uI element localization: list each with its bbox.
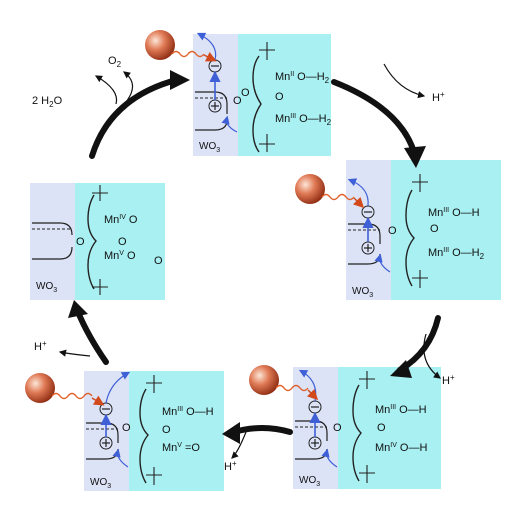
- mn-row-2: MnV=O: [162, 442, 200, 454]
- bridge-oxygen-2: O: [430, 223, 439, 235]
- electron-out-arrow: [347, 178, 369, 207]
- photon-sources: [25, 30, 365, 406]
- wo3-label: WO3: [199, 141, 220, 154]
- light-source-top: [145, 30, 217, 62]
- proton-label-4: H+: [34, 339, 47, 353]
- bridge-oxygen-2: O: [118, 236, 127, 248]
- wo3-text: WO: [36, 281, 53, 292]
- light-source-bottom-right: [249, 365, 319, 401]
- proton-out-arrow-4: [58, 349, 91, 357]
- bridge-oxygen-2: O: [377, 422, 386, 434]
- species-arrows: [58, 63, 441, 459]
- wo3-text: WO: [199, 141, 216, 152]
- bridge-oxygen-2: O: [162, 424, 171, 436]
- bridge-oxygen-1: O: [233, 95, 242, 107]
- catalyst-region: [238, 34, 331, 156]
- o2-label: O2: [108, 55, 122, 69]
- catalyst-region: [391, 160, 501, 300]
- hole-fill-arrow: [112, 448, 129, 468]
- bridge-oxygen-1: O: [333, 422, 342, 434]
- water-in-arrow: [94, 75, 118, 105]
- proton-out-arrow-1: [383, 63, 426, 99]
- wo3-label: WO3: [352, 286, 373, 299]
- catalyst-region: [129, 371, 224, 491]
- bridge-oxygen-1: O: [76, 236, 85, 248]
- proton-label-2: H+: [442, 373, 455, 387]
- bridge-oxygen-3: O: [275, 91, 284, 103]
- wo3-label: WO3: [299, 475, 320, 488]
- proton-label-3: H+: [224, 459, 237, 473]
- ligand-arc: [352, 384, 362, 482]
- light-source-bottom-left: [25, 373, 105, 406]
- terminal-oxygen: O: [154, 255, 163, 267]
- ligand-arc: [139, 388, 149, 484]
- o2-out-arrow: [123, 71, 134, 103]
- wo3-region: [30, 183, 75, 300]
- catalyst-region: [338, 367, 441, 489]
- wo3-text: WO: [299, 475, 316, 486]
- hole-fill-arrow: [321, 448, 338, 468]
- bridge-oxygen-1: O: [388, 225, 397, 237]
- proton-label-1: H+: [432, 90, 445, 104]
- ligand-arc: [405, 189, 415, 287]
- wo3-label: WO3: [36, 281, 57, 294]
- hole-fill-arrow: [374, 253, 391, 273]
- wo3-label: WO3: [90, 477, 111, 490]
- ligand-arc: [87, 194, 97, 290]
- light-source-right: [295, 174, 365, 209]
- bridge-oxygen-2: O: [241, 87, 250, 99]
- wo3-text: WO: [90, 477, 107, 488]
- hole-fill-arrow: [221, 115, 238, 133]
- water-label: 2 H2O: [32, 95, 63, 109]
- ligand-arc: [252, 55, 262, 153]
- bridge-oxygen-1: O: [122, 422, 131, 434]
- wo3-text: WO: [352, 286, 369, 297]
- electron-out-arrow: [105, 371, 131, 404]
- proton-out-arrow-2: [423, 333, 441, 379]
- proton-out-arrow-3: [231, 431, 247, 459]
